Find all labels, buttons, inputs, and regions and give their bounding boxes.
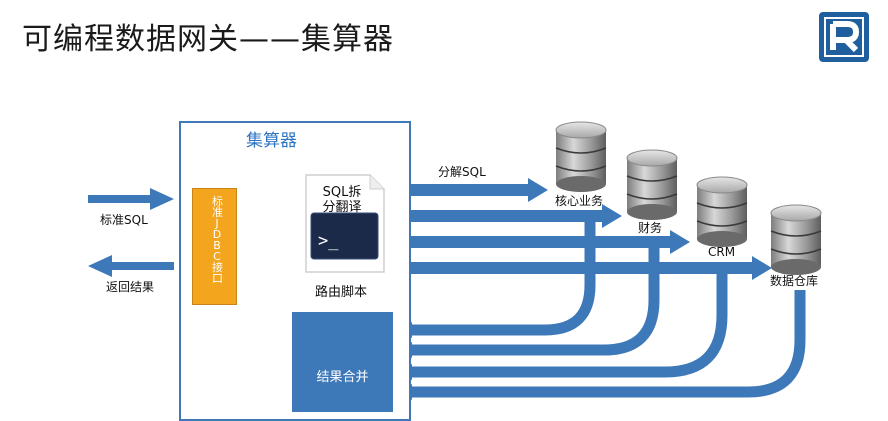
input-arrow: [88, 188, 174, 210]
request-arrow-finance: [400, 204, 622, 228]
request-arrow-crm: [400, 230, 690, 254]
merge-results-label: 结果合并: [316, 370, 369, 385]
script-doc-line1: SQL拆: [322, 185, 362, 200]
db-label-core: 核心业务: [555, 194, 604, 208]
input-label: 标准SQL: [100, 213, 148, 227]
db-label-finance: 财务: [638, 221, 663, 235]
db-label-dw: 数据仓库: [770, 274, 819, 288]
brand-logo: [819, 12, 869, 62]
database-icon-crm: [696, 176, 748, 248]
return-pipe-crm: [410, 262, 728, 378]
output-arrow: [88, 255, 174, 277]
database-icon-dw: [770, 204, 822, 276]
database-icon-core: [555, 121, 607, 193]
request-arrow-core: [400, 178, 548, 202]
svg-text:>_: >_: [318, 231, 339, 251]
split-sql-label: 分解SQL: [438, 165, 486, 179]
database-icon-finance: [626, 149, 678, 221]
routing-script-label: 路由脚本: [315, 285, 368, 300]
script-doc-line2: 分翻译: [322, 200, 362, 215]
return-pipe-finance: [410, 240, 660, 356]
jdbc-interface-label: 标准JDBC接口: [212, 195, 223, 285]
return-pipe-dw: [410, 290, 806, 398]
return-pipe-core: [410, 216, 596, 336]
gateway-title: 集算器: [246, 131, 297, 151]
db-label-crm: CRM: [708, 245, 736, 259]
database-icons: [555, 121, 822, 276]
page-title: 可编程数据网关——集算器: [22, 22, 394, 57]
output-label: 返回结果: [106, 280, 155, 294]
merge-results-box: [292, 312, 393, 412]
jdbc-interface-box: [192, 188, 237, 305]
script-document-icon: >_: [305, 174, 385, 273]
